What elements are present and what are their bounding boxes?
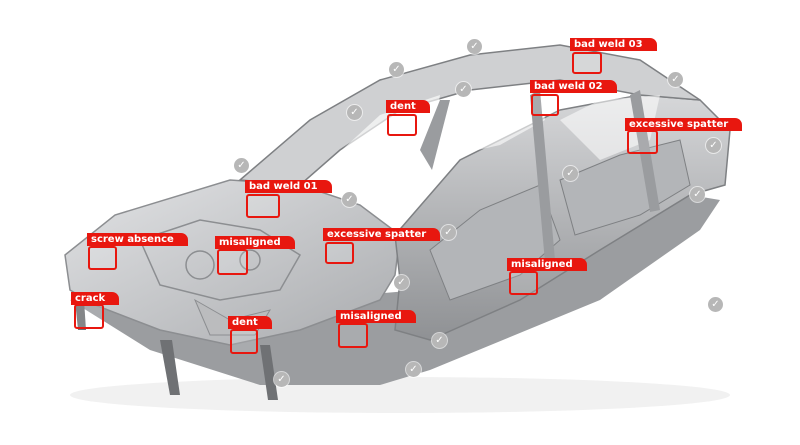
checkmark-icon[interactable]: ✓ — [347, 105, 362, 120]
defect-label: screw absence — [87, 233, 188, 246]
checkmark-icon[interactable]: ✓ — [234, 158, 249, 173]
defect-label: dent — [228, 316, 272, 329]
checkmark-icon[interactable]: ✓ — [441, 225, 456, 240]
defect-label: dent — [386, 100, 430, 113]
checkmark-icon[interactable]: ✓ — [432, 333, 447, 348]
defect-label: misaligned — [507, 258, 587, 271]
defect-label: bad weld 02 — [530, 80, 617, 93]
defect-bounding-box[interactable] — [246, 194, 280, 218]
checkmark-icon[interactable]: ✓ — [342, 192, 357, 207]
defect-bounding-box[interactable] — [230, 329, 258, 354]
defect-bounding-box[interactable] — [627, 130, 658, 154]
checkmark-icon[interactable]: ✓ — [274, 372, 289, 387]
checkmark-icon[interactable]: ✓ — [708, 297, 723, 312]
checkmark-icon[interactable]: ✓ — [668, 72, 683, 87]
defect-label: bad weld 03 — [570, 38, 657, 51]
defect-bounding-box[interactable] — [217, 249, 248, 275]
checkmark-icon[interactable]: ✓ — [389, 62, 404, 77]
checkmark-icon[interactable]: ✓ — [394, 275, 409, 290]
checkmark-icon[interactable]: ✓ — [406, 362, 421, 377]
checkmark-icon[interactable]: ✓ — [690, 187, 705, 202]
defect-label: misaligned — [336, 310, 416, 323]
defect-bounding-box[interactable] — [531, 94, 559, 116]
defect-label: bad weld 01 — [245, 180, 332, 193]
checkmark-icon[interactable]: ✓ — [563, 166, 578, 181]
defect-bounding-box[interactable] — [509, 271, 538, 295]
defect-label: crack — [71, 292, 120, 305]
defect-bounding-box[interactable] — [88, 246, 117, 270]
defect-bounding-box[interactable] — [387, 114, 417, 136]
checkmark-icon[interactable]: ✓ — [706, 138, 721, 153]
defect-bounding-box[interactable] — [338, 323, 368, 348]
checkmark-icon[interactable]: ✓ — [456, 82, 471, 97]
defect-label: excessive spatter — [625, 118, 743, 131]
defect-bounding-box[interactable] — [572, 52, 602, 74]
defect-bounding-box[interactable] — [74, 304, 104, 329]
defect-label: excessive spatter — [323, 228, 441, 241]
checkmark-icon[interactable]: ✓ — [467, 39, 482, 54]
defect-bounding-box[interactable] — [325, 242, 354, 264]
defect-label: misaligned — [215, 236, 295, 249]
